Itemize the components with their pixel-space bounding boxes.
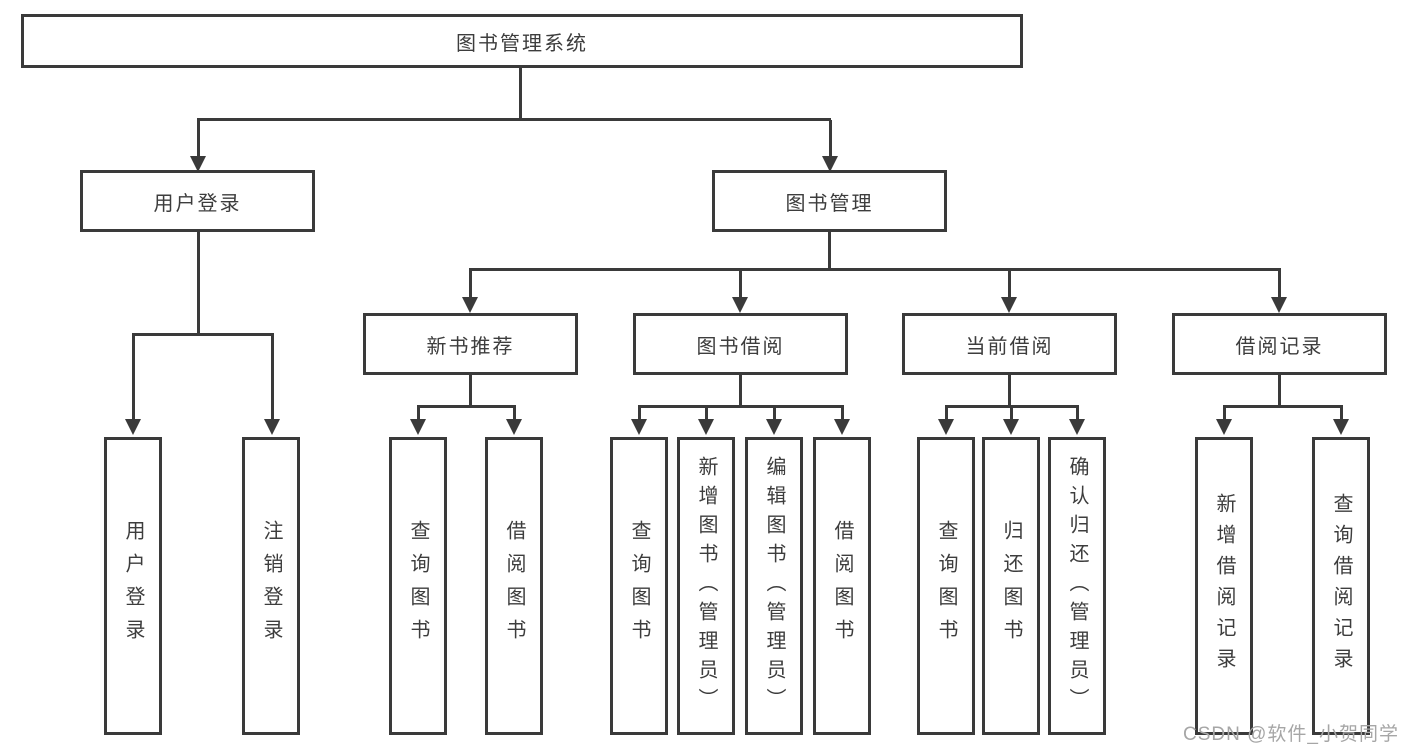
arrow-down-icon [1333, 407, 1349, 435]
arrow-down-icon [1216, 407, 1232, 435]
node-current-borrowing: 当前借阅 [902, 313, 1117, 375]
connector-line [1008, 373, 1011, 407]
leaf-add-books-admin: 新增图书（管理员） [677, 437, 735, 735]
arrow-down-icon [1003, 407, 1019, 435]
node-label: 图书借阅 [696, 335, 785, 358]
node-book-management: 图书管理 [712, 170, 947, 232]
leaf-edit-books-admin: 编辑图书（管理员） [745, 437, 803, 735]
leaf-label: 确认归还（管理员） [1066, 455, 1088, 717]
connector-line [469, 373, 472, 407]
leaf-query-books-borrow: 查询图书 [610, 437, 668, 735]
leaf-label: 新增图书（管理员） [695, 455, 717, 717]
leaf-label: 查询图书 [935, 520, 957, 652]
leaf-confirm-return-admin: 确认归还（管理员） [1048, 437, 1106, 735]
leaf-borrow-books-recommend: 借阅图书 [485, 437, 543, 735]
arrow-down-icon [1271, 270, 1287, 313]
leaf-label: 归还图书 [1000, 520, 1022, 652]
arrow-down-icon [698, 407, 714, 435]
leaf-logout: 注销登录 [242, 437, 300, 735]
connector-line [1278, 373, 1281, 407]
arrow-down-icon [462, 270, 478, 313]
arrow-down-icon [1069, 407, 1085, 435]
connector-line [417, 405, 516, 408]
leaf-return-books: 归还图书 [982, 437, 1040, 735]
node-label: 用户登录 [153, 192, 242, 215]
leaf-label: 编辑图书（管理员） [763, 455, 785, 717]
arrow-down-icon [506, 407, 522, 435]
arrow-down-icon [190, 120, 206, 172]
node-label: 图书管理系统 [456, 32, 588, 55]
leaf-label: 新增借阅记录 [1213, 493, 1235, 679]
connector-line [828, 231, 831, 270]
arrow-down-icon [125, 335, 141, 435]
arrow-down-icon [1001, 270, 1017, 313]
csdn-watermark: CSDN @软件_小贺同学 [1183, 724, 1399, 745]
connector-line [945, 405, 1079, 408]
leaf-query-borrow-record: 查询借阅记录 [1312, 437, 1370, 735]
connector-line [739, 373, 742, 407]
node-label: 借阅记录 [1235, 335, 1324, 358]
leaf-label: 查询图书 [407, 520, 429, 652]
leaf-label: 查询借阅记录 [1330, 493, 1352, 679]
connector-line [132, 333, 274, 336]
arrow-down-icon [822, 120, 838, 172]
node-user-login: 用户登录 [80, 170, 315, 232]
connector-line [1223, 405, 1343, 408]
leaf-user-login: 用户登录 [104, 437, 162, 735]
node-label: 图书管理 [785, 192, 874, 215]
node-book-borrowing: 图书借阅 [633, 313, 848, 375]
leaf-query-books-current: 查询图书 [917, 437, 975, 735]
leaf-label: 查询图书 [628, 520, 650, 652]
node-borrowing-records: 借阅记录 [1172, 313, 1387, 375]
arrow-down-icon [410, 407, 426, 435]
node-label: 新书推荐 [426, 335, 515, 358]
node-new-book-recommendation: 新书推荐 [363, 313, 578, 375]
arrow-down-icon [264, 335, 280, 435]
connector-line [638, 405, 844, 408]
connector-line [469, 268, 1281, 271]
leaf-label: 借阅图书 [831, 520, 853, 652]
arrow-down-icon [732, 270, 748, 313]
leaf-add-borrow-record: 新增借阅记录 [1195, 437, 1253, 735]
leaf-label: 借阅图书 [503, 520, 525, 652]
arrow-down-icon [834, 407, 850, 435]
connector-line [519, 66, 522, 120]
arrow-down-icon [766, 407, 782, 435]
connector-line [197, 118, 831, 121]
arrow-down-icon [938, 407, 954, 435]
leaf-label: 注销登录 [260, 520, 282, 652]
leaf-label: 用户登录 [122, 520, 144, 652]
arrow-down-icon [631, 407, 647, 435]
leaf-borrow-books: 借阅图书 [813, 437, 871, 735]
leaf-query-books-recommend: 查询图书 [389, 437, 447, 735]
node-library-management-system: 图书管理系统 [21, 14, 1023, 68]
connector-line [197, 231, 200, 335]
node-label: 当前借阅 [965, 335, 1054, 358]
